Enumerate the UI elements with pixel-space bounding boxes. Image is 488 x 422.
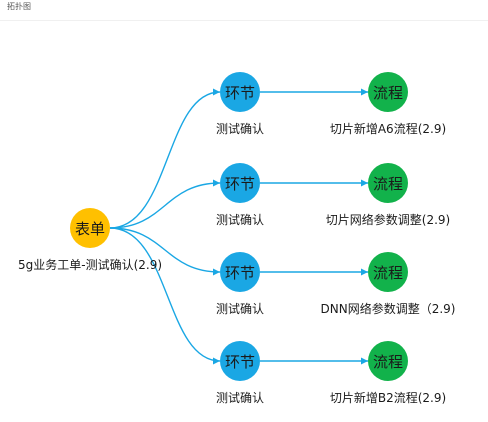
page-title: 拓扑图 [7,2,31,11]
root-node-label: 5g业务工单-测试确认(2.9) [17,258,163,272]
arrowhead-step-1 [213,88,220,96]
header-divider [0,20,488,21]
arrowhead-step-3 [213,268,220,276]
flow-label-3: DNN网络参数调整（2.9) [320,302,456,316]
flow-node-4[interactable]: 流程 [368,341,408,381]
step-label-2: 测试确认 [215,213,265,227]
root-node-form[interactable]: 表单 [70,208,110,248]
arrowhead-step-4 [213,357,220,365]
flow-label-1: 切片新增A6流程(2.9) [329,122,447,136]
arrowhead-flow-2 [361,179,368,187]
step-label-3: 测试确认 [215,302,265,316]
arrowhead-flow-3 [361,268,368,276]
flow-label-4: 切片新增B2流程(2.9) [329,391,447,405]
flow-label-2: 切片网络参数调整(2.9) [325,213,451,227]
flow-node-3[interactable]: 流程 [368,252,408,292]
flow-node-1[interactable]: 流程 [368,72,408,112]
step-node-3[interactable]: 环节 [220,252,260,292]
arrowhead-flow-1 [361,88,368,96]
flow-node-2[interactable]: 流程 [368,163,408,203]
arrowhead-step-2 [213,179,220,187]
edge-root-step-1 [109,91,221,229]
step-node-4[interactable]: 环节 [220,341,260,381]
step-label-4: 测试确认 [215,391,265,405]
edge-root-step-3 [109,227,221,273]
step-node-1[interactable]: 环节 [220,72,260,112]
step-node-2[interactable]: 环节 [220,163,260,203]
step-label-1: 测试确认 [215,122,265,136]
edge-root-step-4 [109,227,221,362]
edge-root-step-2 [109,182,221,229]
arrowhead-flow-4 [361,357,368,365]
